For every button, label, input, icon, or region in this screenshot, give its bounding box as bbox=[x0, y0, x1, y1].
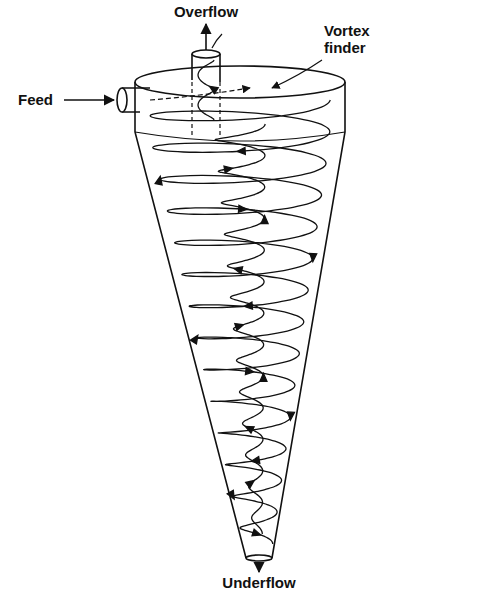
cylinder-top bbox=[135, 66, 345, 98]
part-label: Overflow bbox=[172, 3, 240, 20]
flow-arrowhead bbox=[287, 412, 295, 420]
leader-line bbox=[272, 60, 322, 88]
flow-arrowhead bbox=[309, 253, 316, 261]
flow-arrowhead bbox=[227, 490, 237, 500]
feed-arrow bbox=[64, 99, 114, 101]
vortex-finder-tube bbox=[192, 82, 220, 138]
cone-rim bbox=[135, 132, 345, 141]
label-holder: Underflow bbox=[220, 574, 297, 591]
cone-wall bbox=[135, 82, 345, 558]
outer-vortex bbox=[150, 100, 330, 544]
flow-arrowhead bbox=[246, 478, 257, 488]
part-label: Underflow bbox=[220, 574, 297, 591]
part-label: Feed bbox=[16, 91, 55, 108]
flow-arrowhead bbox=[224, 165, 233, 173]
overflow-swirl bbox=[212, 34, 222, 48]
flow-arrowhead bbox=[191, 333, 201, 344]
flow-arrowhead bbox=[155, 176, 163, 185]
underflow-arrow bbox=[258, 562, 260, 572]
overflow-arrow bbox=[205, 24, 207, 50]
apex-opening bbox=[246, 555, 272, 561]
flow-arrowhead bbox=[252, 529, 262, 538]
feed-entry-flow bbox=[150, 88, 250, 100]
flow-arrowhead bbox=[208, 83, 219, 93]
feed-inlet bbox=[117, 88, 127, 112]
flow-arrowhead bbox=[235, 321, 245, 330]
label-holder: Vortex finder bbox=[322, 22, 392, 57]
overflow-outlet bbox=[192, 50, 220, 58]
label-holder: Feed bbox=[16, 91, 55, 108]
flow-arrowhead bbox=[260, 373, 267, 381]
flow-arrowhead bbox=[244, 423, 254, 433]
flow-arrowhead bbox=[261, 216, 268, 224]
inner-vortex bbox=[215, 124, 265, 534]
flow-arrowhead bbox=[237, 148, 245, 155]
flow-arrowhead bbox=[233, 265, 242, 274]
flow-arrowhead bbox=[245, 368, 254, 376]
label-holder: Overflow bbox=[172, 3, 240, 20]
part-label: Vortex finder bbox=[322, 22, 392, 57]
